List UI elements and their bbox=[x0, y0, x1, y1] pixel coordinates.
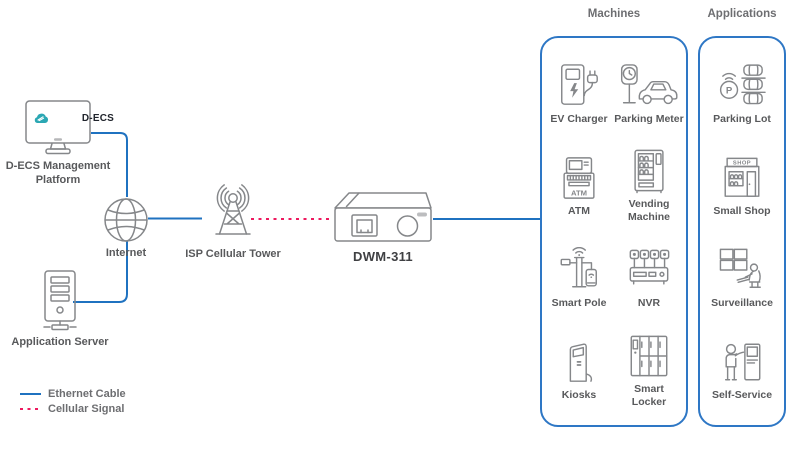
machine-item-nvr: NVR bbox=[614, 233, 684, 325]
ev-charger-icon bbox=[561, 63, 598, 105]
item-label: Parking Lot bbox=[713, 112, 771, 125]
cellular-tower-label: ISP Cellular Tower bbox=[185, 248, 281, 260]
decs-screen-label: D-ECS bbox=[81, 113, 114, 124]
item-label: Smart Pole bbox=[551, 297, 607, 310]
nvr-icon bbox=[629, 249, 670, 285]
self-service-icon bbox=[724, 343, 761, 381]
router-label: DWM-311 bbox=[353, 249, 413, 264]
legend-ethernet-label: Ethernet Cable bbox=[48, 387, 126, 400]
node-router-dwm311: DWM-311 bbox=[331, 186, 435, 264]
machine-item-parking-meter: Parking Meter bbox=[614, 48, 684, 140]
node-internet: Internet bbox=[86, 197, 166, 260]
smart-pole-icon bbox=[560, 247, 597, 288]
item-label: Self-Service bbox=[711, 389, 773, 402]
atm-icon-text: ATM bbox=[571, 189, 587, 198]
internet-label: Internet bbox=[105, 247, 147, 259]
parking-lot-icon: P bbox=[719, 63, 766, 104]
legend-cellular-label: Cellular Signal bbox=[48, 402, 125, 415]
cell-tower-icon bbox=[215, 184, 251, 235]
surveillance-icon bbox=[719, 248, 761, 289]
machines-panel: EV Charger Parking Meter bbox=[540, 36, 688, 427]
shop-icon-text: SHOP bbox=[733, 160, 751, 166]
decs-logo: D-ECS bbox=[2, 113, 114, 124]
item-label: Parking Meter bbox=[614, 112, 684, 125]
management-label: D-ECS Management Platform bbox=[5, 160, 111, 187]
server-icon bbox=[43, 270, 77, 331]
item-label: Surveillance bbox=[711, 297, 773, 310]
item-label: NVR bbox=[637, 297, 661, 310]
application-item-small-shop: SHOP Small Shop bbox=[702, 140, 782, 232]
ethernet-line-swatch bbox=[20, 392, 41, 395]
machine-item-kiosks: Kiosks bbox=[544, 325, 614, 417]
atm-icon: ATM bbox=[563, 156, 595, 199]
legend-row-cellular: Cellular Signal bbox=[20, 401, 126, 416]
machine-item-smart-pole: Smart Pole bbox=[544, 233, 614, 325]
item-label: Vending Machine bbox=[627, 198, 670, 224]
machine-item-smart-locker: Smart Locker bbox=[614, 325, 684, 417]
cellular-line-swatch bbox=[20, 407, 41, 410]
parking-icon-text: P bbox=[726, 85, 733, 96]
machine-item-vending-machine: Vending Machine bbox=[614, 140, 684, 232]
node-management-platform: D-ECS D-ECS Management Platform bbox=[2, 100, 114, 188]
vending-machine-icon bbox=[634, 149, 664, 194]
small-shop-icon: SHOP bbox=[724, 157, 760, 197]
monitor-icon bbox=[25, 100, 91, 155]
decs-cloud-icon bbox=[34, 113, 48, 123]
machine-item-ev-charger: EV Charger bbox=[544, 48, 614, 140]
application-item-parking-lot: P Parking Lot bbox=[702, 48, 782, 140]
item-label: ATM bbox=[568, 204, 590, 217]
machine-item-atm: ATM ATM bbox=[544, 140, 614, 232]
legend-row-ethernet: Ethernet Cable bbox=[20, 386, 126, 401]
parking-meter-icon bbox=[620, 63, 678, 104]
application-server-label: Application Server bbox=[11, 336, 109, 348]
application-item-self-service: Self-Service bbox=[702, 325, 782, 417]
application-item-surveillance: Surveillance bbox=[702, 233, 782, 325]
legend: Ethernet Cable Cellular Signal bbox=[20, 386, 126, 416]
smart-locker-icon bbox=[630, 335, 668, 377]
item-label: Small Shop bbox=[713, 204, 771, 217]
kiosk-icon bbox=[569, 343, 593, 383]
globe-icon bbox=[104, 198, 148, 242]
machines-title: Machines bbox=[587, 8, 641, 20]
item-label: EV Charger bbox=[550, 112, 608, 125]
applications-title: Applications bbox=[707, 8, 777, 20]
node-application-server: Application Server bbox=[8, 270, 112, 349]
item-label: Smart Locker bbox=[631, 382, 667, 408]
router-device-icon bbox=[334, 192, 432, 242]
node-cellular-tower: ISP Cellular Tower bbox=[171, 184, 295, 261]
applications-panel: P Parking Lot SHOP bbox=[698, 36, 786, 427]
item-label: Kiosks bbox=[561, 389, 597, 402]
